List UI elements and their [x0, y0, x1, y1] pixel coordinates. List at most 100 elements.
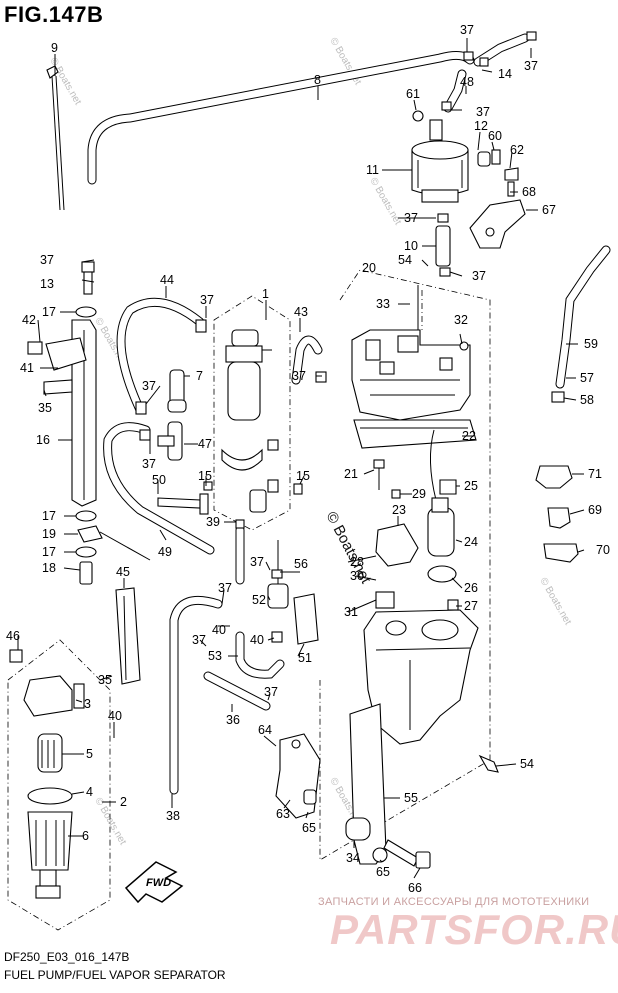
- callout-46: 46: [6, 629, 20, 643]
- fuel-pump-1: [213, 295, 291, 531]
- callout-54: 54: [520, 757, 534, 771]
- grommets-71-69-70: [535, 465, 579, 563]
- callout-20: 20: [362, 261, 376, 275]
- callout-56: 56: [294, 557, 308, 571]
- callout-37: 37: [292, 369, 306, 383]
- callout-37: 37: [218, 581, 232, 595]
- bolt-50: [157, 493, 209, 515]
- callout-41: 41: [20, 361, 34, 375]
- bracket-55: [345, 703, 387, 865]
- callout-34: 34: [346, 851, 360, 865]
- callout-15: 15: [296, 469, 310, 483]
- watermark-diag-main: © Boats.net: [322, 509, 374, 587]
- leader-lines: [17, 38, 585, 879]
- callout-40: 40: [212, 623, 226, 637]
- clips-15: [203, 481, 303, 495]
- callout-32: 32: [454, 313, 468, 327]
- callout-37: 37: [460, 23, 474, 37]
- bracket-23: [375, 523, 419, 567]
- bracket-63: [275, 733, 321, 819]
- callout-25: 25: [464, 479, 478, 493]
- callout-37: 37: [404, 211, 418, 225]
- callout-61: 61: [406, 87, 420, 101]
- callout-35: 35: [98, 673, 112, 687]
- model-code: DF250_E03_016_147B: [4, 950, 130, 964]
- callout-42: 42: [22, 313, 36, 327]
- callout-23: 23: [392, 503, 406, 517]
- clips-left: [75, 261, 97, 318]
- callout-22: 22: [462, 429, 476, 443]
- callout-58: 58: [580, 393, 594, 407]
- callout-55: 55: [404, 791, 418, 805]
- callout-37: 37: [200, 293, 214, 307]
- callout-24: 24: [464, 535, 478, 549]
- hose-49: [103, 422, 215, 555]
- callout-31: 31: [344, 605, 358, 619]
- callout-70: 70: [596, 543, 610, 557]
- callout-21: 21: [344, 467, 358, 481]
- figure-caption: FUEL PUMP/FUEL VAPOR SEPARATOR: [4, 968, 226, 982]
- callout-37: 37: [192, 633, 206, 647]
- callout-63: 63: [276, 807, 290, 821]
- fwd-arrow: FWD: [124, 861, 184, 904]
- check-valve-52: [235, 519, 289, 679]
- hose-14: [443, 33, 530, 113]
- figure-title: FIG.147B: [4, 2, 104, 27]
- bracket-67: [469, 199, 526, 249]
- callout-6: 6: [82, 829, 89, 843]
- callout-40: 40: [250, 633, 264, 647]
- callout-39: 39: [206, 515, 220, 529]
- callout-29: 29: [412, 487, 426, 501]
- fuel-pump-24: [427, 429, 459, 611]
- callout-65: 65: [376, 865, 390, 879]
- bracket-45: [115, 587, 141, 685]
- bolt-66: [372, 839, 431, 869]
- vapor-separator-body: [363, 591, 479, 745]
- callout-1: 1: [262, 287, 269, 301]
- callout-37: 37: [142, 457, 156, 471]
- small-fasteners-21-29: [373, 459, 401, 499]
- callout-8: 8: [314, 73, 321, 87]
- callout-68: 68: [522, 185, 536, 199]
- assembly-frame-20: [319, 269, 491, 861]
- callout-11: 11: [366, 163, 379, 177]
- callout-37: 37: [472, 269, 486, 283]
- callout-10: 10: [404, 239, 418, 253]
- hose-8: [87, 50, 475, 185]
- callout-47: 47: [198, 437, 212, 451]
- callout-36: 36: [226, 713, 240, 727]
- hose-38: [169, 596, 223, 795]
- sensor-54: [478, 754, 499, 773]
- callout-19: 19: [42, 527, 56, 541]
- callout-17: 17: [42, 545, 56, 559]
- callout-49: 49: [158, 545, 172, 559]
- callout-37: 37: [142, 379, 156, 393]
- callout-52: 52: [252, 593, 266, 607]
- connectors-7-47: [157, 369, 187, 461]
- callout-35: 35: [38, 401, 52, 415]
- callout-71: 71: [588, 467, 602, 481]
- hose-36: [203, 671, 271, 711]
- washers-left: [75, 510, 151, 585]
- callout-37: 37: [250, 555, 264, 569]
- callout-30: 30: [350, 569, 364, 583]
- callout-16: 16: [36, 433, 50, 447]
- callout-9: 9: [51, 41, 58, 55]
- watermark-diag: © Boats.net: [537, 576, 573, 627]
- callout-40: 40: [108, 709, 122, 723]
- watermark-ru-text: ЗАПЧАСТИ И АКСЕССУАРЫ ДЛЯ МОТОТЕХНИКИ: [318, 896, 590, 908]
- callout-14: 14: [498, 67, 512, 81]
- callout-59: 59: [584, 337, 598, 351]
- callout-45: 45: [116, 565, 130, 579]
- callout-18: 18: [42, 561, 56, 575]
- callout-65: 65: [302, 821, 316, 835]
- callout-37: 37: [476, 105, 490, 119]
- callout-13: 13: [40, 277, 54, 291]
- cable-tie-9: [46, 65, 65, 211]
- gasket-22: [353, 419, 477, 449]
- callout-50: 50: [152, 473, 166, 487]
- callout-7: 7: [196, 369, 203, 383]
- callout-37: 37: [264, 685, 278, 699]
